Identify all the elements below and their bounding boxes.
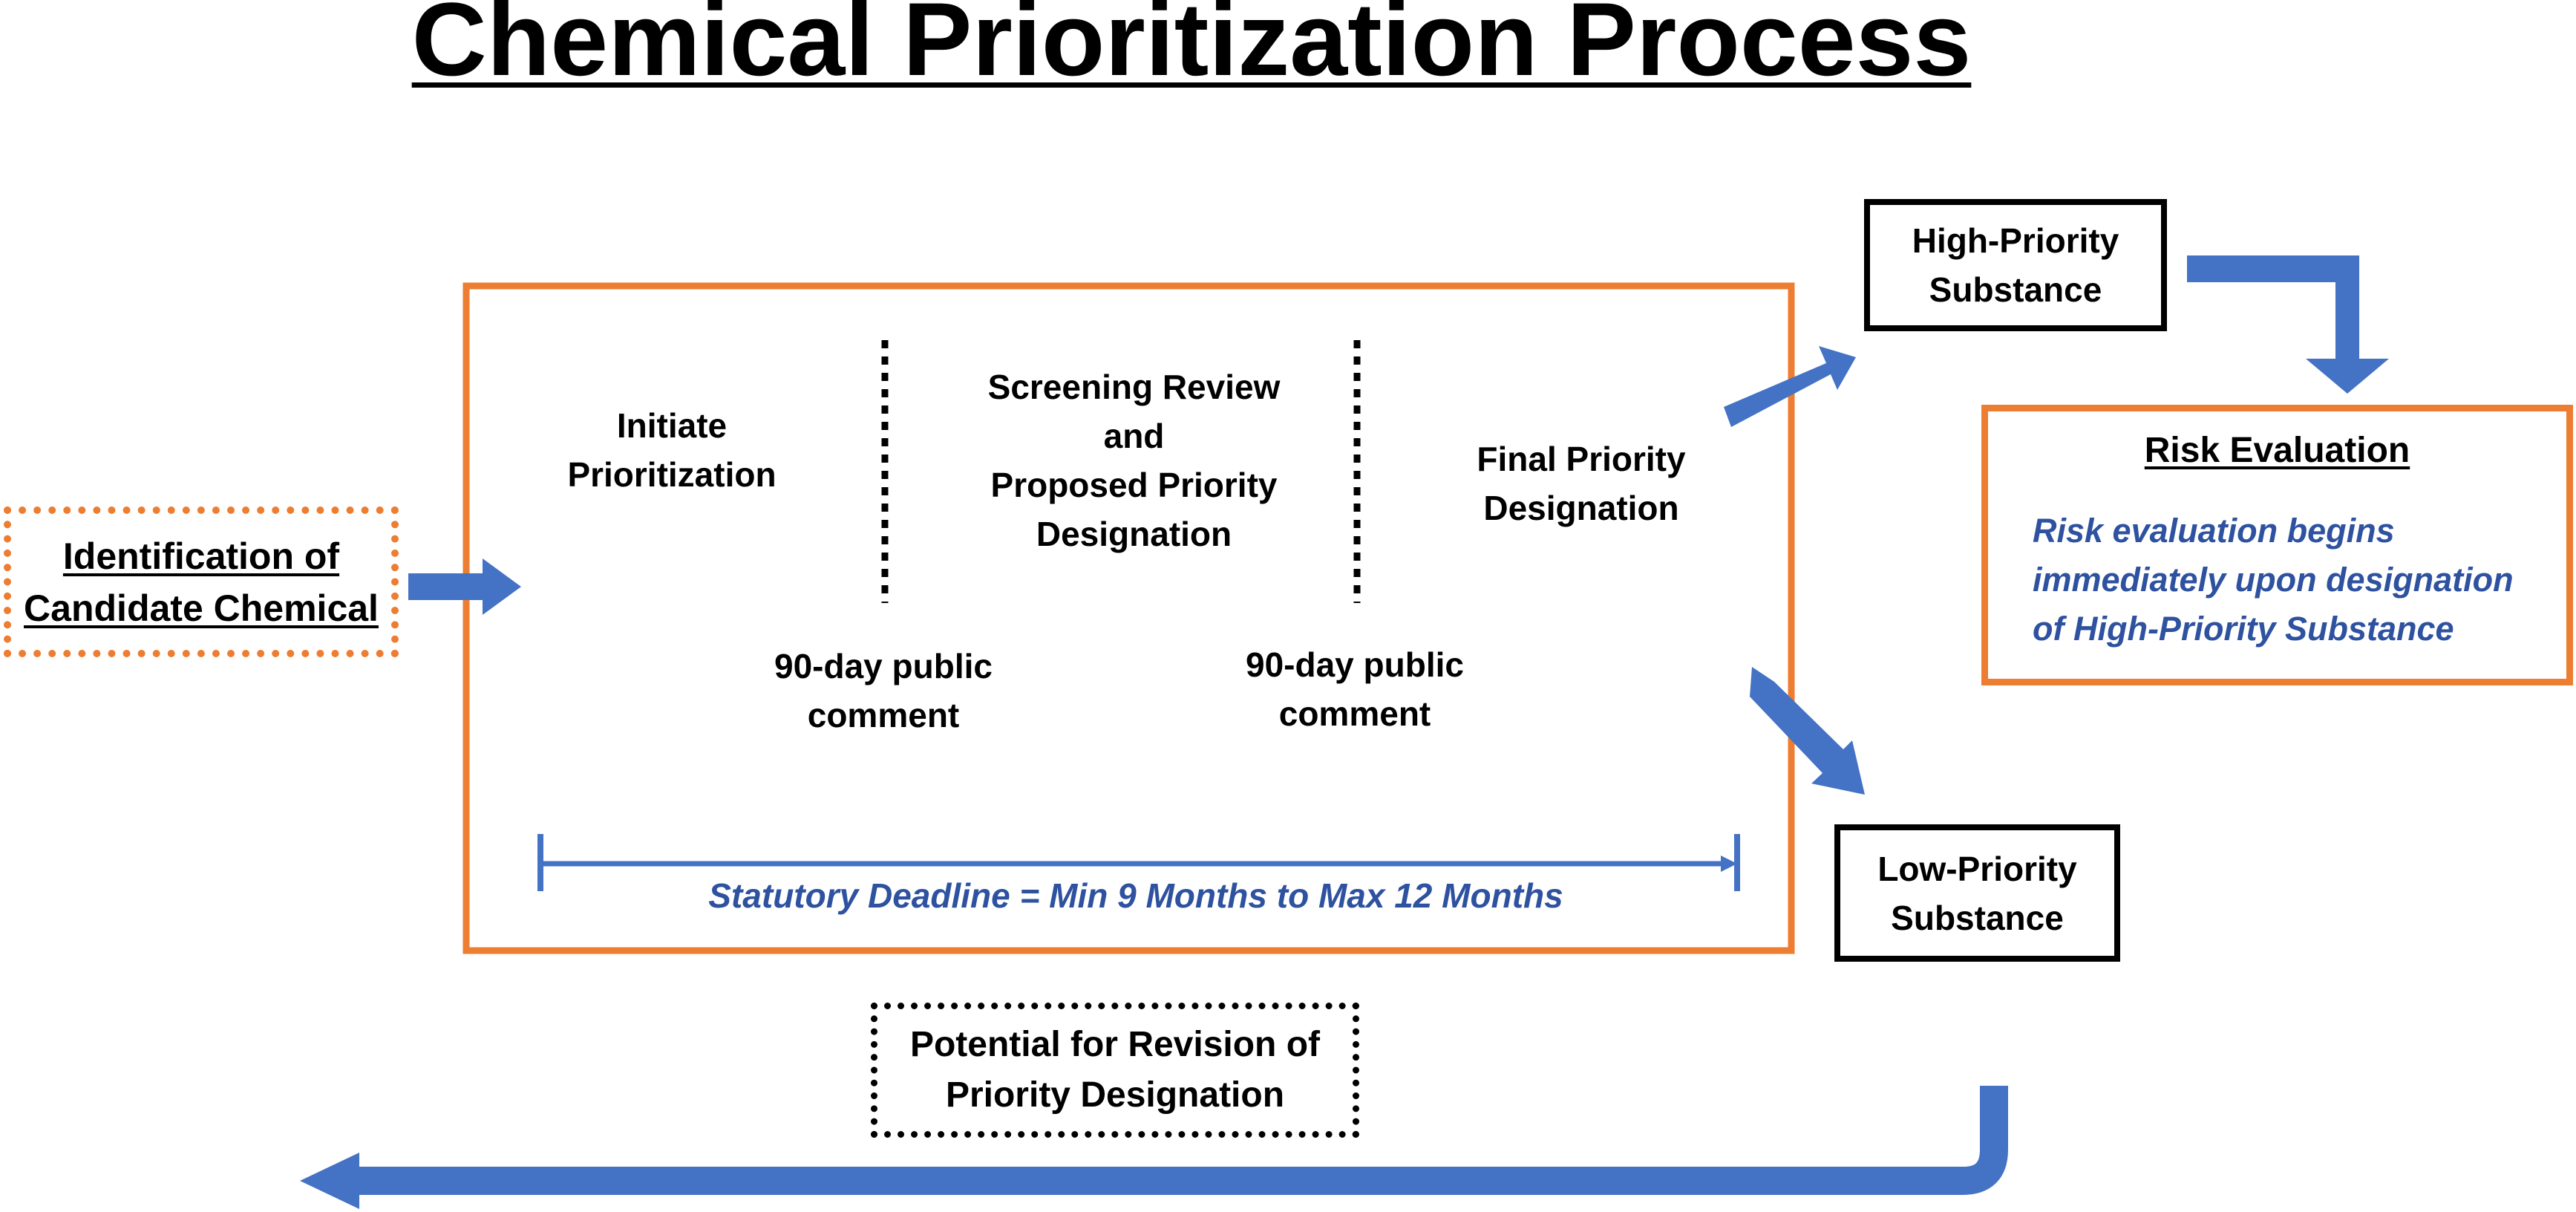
arrow-to-high — [1724, 346, 1856, 427]
arrow-to-risk — [2187, 255, 2389, 394]
arrow-to-low — [1750, 667, 1865, 795]
initiate-prioritization-label: Initiate Prioritization — [567, 406, 777, 494]
arrow-into-process — [408, 558, 521, 615]
revision-label: Potential for Revision of Priority Desig… — [909, 1025, 1321, 1115]
low-priority-box: Low-Priority Substance — [1834, 824, 2120, 962]
page-title: Chemical Prioritization Process — [411, 0, 1972, 97]
revision-return-arrow — [349, 1086, 2008, 1195]
candidate-chemical-label: Identification of Candidate Chemical — [24, 535, 379, 629]
statutory-deadline-label: Statutory Deadline = Min 9 Months to Max… — [708, 876, 1563, 915]
high-priority-label: High-Priority Substance — [1912, 221, 2119, 309]
risk-evaluation-text: Risk evaluation begins immediately upon … — [2033, 512, 2514, 648]
public-comment-2: 90-day public comment — [1246, 645, 1464, 733]
risk-evaluation-box: Risk Evaluation Risk evaluation begins i… — [1981, 405, 2573, 685]
process-box — [462, 282, 1795, 954]
screening-review-label: Screening Review and Proposed Priority D… — [987, 368, 1281, 553]
public-comment-1: 90-day public comment — [774, 647, 993, 734]
final-priority-label: Final Priority Designation — [1477, 440, 1686, 527]
candidate-chemical-box: Identification of Candidate Chemical — [4, 506, 399, 657]
risk-evaluation-title: Risk Evaluation — [2144, 431, 2410, 470]
low-priority-label: Low-Priority Substance — [1877, 849, 2077, 937]
revision-box: Potential for Revision of Priority Desig… — [871, 1003, 1359, 1138]
high-priority-box: High-Priority Substance — [1864, 199, 2167, 331]
